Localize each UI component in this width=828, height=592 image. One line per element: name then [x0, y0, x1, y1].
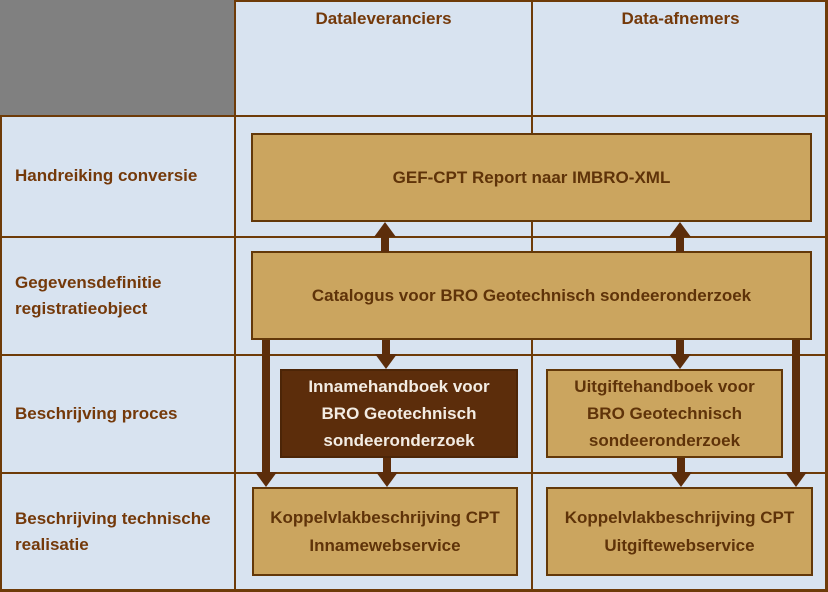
box-gef-cpt-report-naar-imbro-xml: GEF-CPT Report naar IMBRO-XML — [251, 133, 812, 222]
row-label-handreiking-conversie: Handreiking conversie — [15, 166, 198, 186]
corner-cell — [0, 0, 234, 115]
grid-line-top — [234, 0, 828, 2]
grid-line-row1 — [0, 115, 828, 117]
arrow-shaft — [792, 340, 800, 474]
arrow-down-catalogus-to-koppelvlak-inname — [255, 340, 277, 487]
arrow-down-catalogus-to-koppelvlak-uitgifte — [785, 340, 807, 487]
grid-line-row4 — [0, 472, 828, 474]
arrow-shaft — [383, 458, 391, 474]
arrowhead-down-icon — [255, 472, 277, 487]
arrowhead-down-icon — [376, 472, 398, 487]
arrow-shaft — [676, 235, 684, 252]
column-header-dataleveranciers: Dataleveranciers — [315, 9, 452, 28]
grid-line-right — [825, 0, 828, 592]
row-label-beschrijving-proces: Beschrijving proces — [15, 403, 178, 423]
grid-line-left — [0, 115, 2, 592]
row-label-beschrijving-technische-realisatie: Beschrijving technische realisatie — [15, 508, 211, 554]
arrow-shaft — [382, 340, 390, 356]
box-koppelvlakbeschrijving-cpt-innamewebservice: Koppelvlakbeschrijving CPT Innamewebserv… — [252, 487, 518, 576]
grid-line-row3 — [0, 354, 828, 356]
box-innamehandboek: Innamehandboek voor BRO Geotechnisch son… — [280, 369, 518, 458]
arrow-shaft — [676, 340, 684, 356]
arrow-up-catalogus-to-gef-left — [374, 222, 396, 252]
arrow-shaft — [262, 340, 270, 474]
grid-line-bottom — [0, 589, 828, 592]
arrowhead-down-icon — [785, 472, 807, 487]
column-header-data-afnemers: Data-afnemers — [621, 9, 740, 28]
grid-line-col1 — [234, 0, 236, 592]
arrow-down-catalogus-to-uitgiftehandboek — [669, 340, 691, 369]
arrowhead-down-icon — [375, 354, 397, 369]
box-uitgiftehandboek: Uitgiftehandboek voor BRO Geotechnisch s… — [546, 369, 783, 458]
arrow-shaft — [677, 458, 685, 474]
arrowhead-down-icon — [670, 472, 692, 487]
box-koppelvlakbeschrijving-cpt-uitgiftewebservice: Koppelvlakbeschrijving CPT Uitgiftewebse… — [546, 487, 813, 576]
arrow-down-catalogus-to-innamehandboek — [375, 340, 397, 369]
arrowhead-up-icon — [669, 222, 691, 237]
arrow-down-innamehandboek-to-koppelvlak-inname — [376, 458, 398, 487]
arrowhead-down-icon — [669, 354, 691, 369]
box-catalogus-bro-geotechnisch-sondeeronderzoek: Catalogus voor BRO Geotechnisch sondeero… — [251, 251, 812, 340]
arrow-down-uitgiftehandboek-to-koppelvlak-uitgifte — [670, 458, 692, 487]
arrow-up-catalogus-to-gef-right — [669, 222, 691, 252]
arrowhead-up-icon — [374, 222, 396, 237]
arrow-shaft — [381, 235, 389, 252]
grid-line-row2 — [0, 236, 828, 238]
row-label-gegevensdefinitie-registratieobject: Gegevensdefinitie registratieobject — [15, 272, 162, 318]
